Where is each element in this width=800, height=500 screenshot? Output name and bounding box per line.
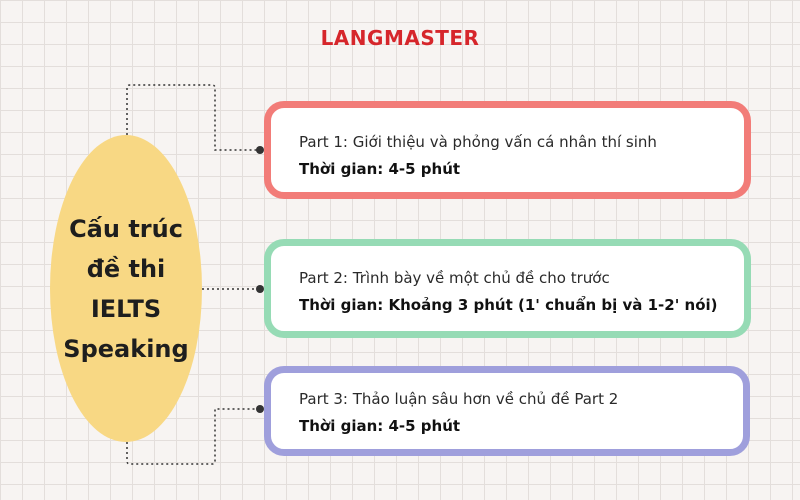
connector-dot-part-1 bbox=[256, 146, 264, 154]
part-3-card: Part 3: Thảo luận sâu hơn về chủ đề Part… bbox=[264, 366, 750, 456]
part-3-title: Part 3: Thảo luận sâu hơn về chủ đề Part… bbox=[299, 390, 619, 408]
part-3-time: Thời gian: 4-5 phút bbox=[299, 417, 461, 435]
center-ellipse: Cấu trúc đề thi IELTS Speaking bbox=[50, 135, 202, 442]
center-title: Cấu trúc đề thi IELTS Speaking bbox=[63, 214, 189, 363]
connector-part-3 bbox=[126, 408, 260, 465]
part-2-title: Part 2: Trình bày về một chủ đề cho trướ… bbox=[299, 269, 610, 287]
part-1-card: Part 1: Giới thiệu và phỏng vấn cá nhân … bbox=[264, 101, 751, 199]
part-2-time: Thời gian: Khoảng 3 phút (1' chuẩn bị và… bbox=[299, 296, 718, 314]
connector-dot-part-2 bbox=[256, 285, 264, 293]
part-2-card: Part 2: Trình bày về một chủ đề cho trướ… bbox=[264, 239, 751, 338]
part-1-title: Part 1: Giới thiệu và phỏng vấn cá nhân … bbox=[299, 133, 657, 151]
part-1-time: Thời gian: 4-5 phút bbox=[299, 160, 461, 178]
connector-dot-part-3 bbox=[256, 405, 264, 413]
langmaster-logo: LANGMASTER bbox=[320, 26, 480, 50]
